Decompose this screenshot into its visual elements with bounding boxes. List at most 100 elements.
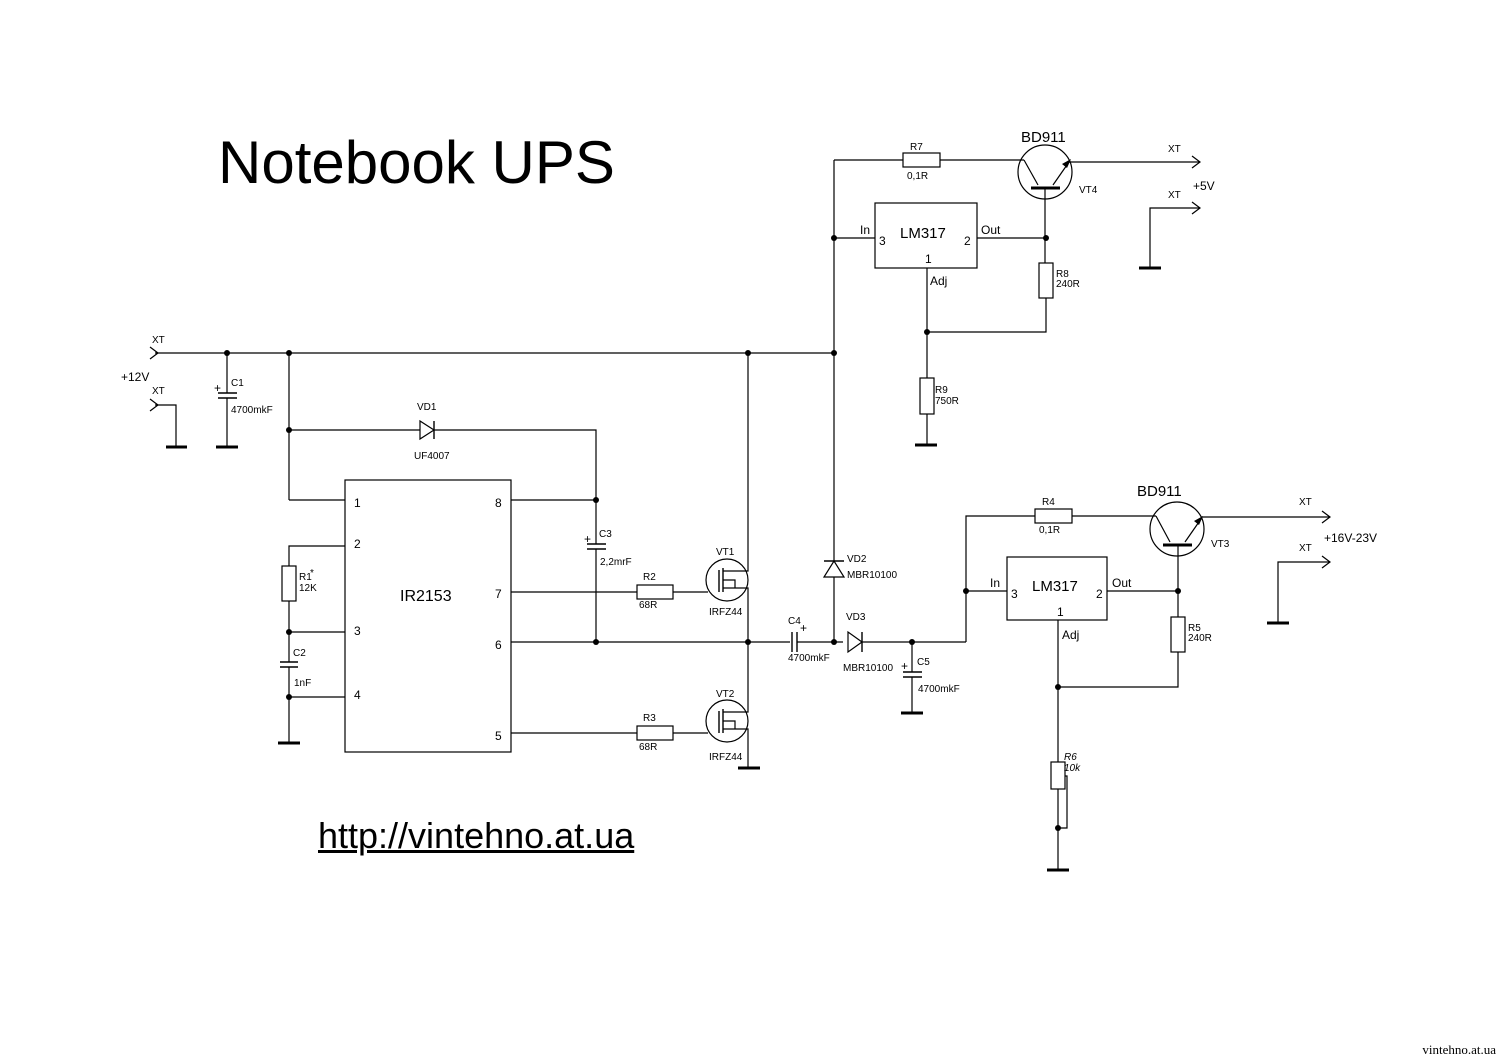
input-section: XT XT +12V	[121, 335, 834, 449]
wire	[723, 642, 749, 713]
rectifier-section: + C4 4700mkF VD2 MBR10100 VD3 MBR10100 +…	[788, 160, 966, 715]
r2-ref: R2	[643, 572, 656, 583]
polarity-mark: +	[800, 621, 807, 635]
wire	[434, 429, 597, 500]
r5-value: 240R	[1188, 633, 1212, 644]
r4-ref: R4	[1042, 497, 1055, 508]
junction-dot	[593, 497, 599, 503]
ic-pin-8: 8	[495, 496, 502, 510]
potentiometer-r6-body	[1050, 761, 1066, 790]
high-side-driver: R2 68R VT1 IRFZ44	[511, 353, 749, 642]
diode-body	[822, 559, 846, 578]
vt2-ref: VT2	[716, 689, 735, 700]
input-voltage-label: +12V	[121, 370, 149, 384]
r6-value: 10k	[1064, 763, 1081, 774]
r7-value: 0,1R	[907, 171, 928, 182]
c4-ref: C4	[788, 616, 801, 627]
r2-value: 68R	[639, 600, 657, 611]
resistor-r3-body	[636, 725, 674, 741]
lm317-u1-pin1: 1	[925, 252, 932, 266]
website-link[interactable]: http://vintehno.at.ua	[318, 815, 635, 856]
xt-label: XT	[152, 335, 165, 346]
vd1-ref: VD1	[417, 402, 437, 413]
resistor-r5-body	[1170, 616, 1186, 653]
ic-pin-5: 5	[495, 729, 502, 743]
r7-ref: R7	[910, 142, 923, 153]
transistor-collector	[1155, 515, 1171, 543]
lm317-u2-pin1: 1	[1057, 605, 1064, 619]
vt1-value: IRFZ44	[709, 607, 743, 618]
resistor-r2-body	[636, 584, 674, 600]
xt-label: XT	[152, 386, 165, 397]
lm317-in-label: In	[860, 223, 870, 237]
c4-value: 4700mkF	[788, 653, 830, 664]
schematic-title: Notebook UPS	[218, 129, 615, 196]
lm317-u1-body	[874, 202, 978, 269]
c2-ref: C2	[293, 648, 306, 659]
transistor-vt3-body	[1149, 501, 1205, 557]
junction-dot	[831, 639, 837, 645]
junction-dot	[1055, 684, 1061, 690]
wire	[1058, 652, 1179, 688]
vt3-ref: VT3	[1211, 539, 1230, 550]
junction-dot	[963, 588, 969, 594]
c3-ref: C3	[599, 529, 612, 540]
r8-value: 240R	[1056, 279, 1080, 290]
r1-ref: R1	[299, 572, 312, 583]
resistor-r9-body	[919, 377, 935, 415]
junction-dot	[286, 629, 292, 635]
regulator-hv: R4 0,1R BD911 VT3 XT XT +16V-23V LM317 I	[965, 483, 1377, 872]
capacitor-c1: + C1 4700mkF	[214, 353, 273, 449]
polarity-mark: +	[214, 381, 221, 395]
resistor-r7-body	[902, 152, 941, 168]
output-hv-label: +16V-23V	[1324, 531, 1377, 545]
vt1-ref: VT1	[716, 547, 735, 558]
wire	[155, 404, 177, 447]
diode-body	[847, 630, 864, 654]
xt-arrow-out5	[1191, 155, 1201, 169]
r1-mark: *	[310, 568, 314, 579]
resistor-r4-body	[1034, 508, 1073, 524]
vt2-value: IRFZ44	[709, 752, 743, 763]
resistor-r1-body	[281, 565, 297, 602]
c3-value: 2,2mrF	[600, 557, 632, 568]
emitter-arrow	[1062, 159, 1071, 168]
junction-dot	[924, 329, 930, 335]
r3-value: 68R	[639, 742, 657, 753]
lm317-u2-pin2: 2	[1096, 587, 1103, 601]
c1-value: 4700mkF	[231, 405, 273, 416]
ic-pin-1: 1	[354, 496, 361, 510]
junction-dot	[831, 350, 837, 356]
ic-name: IR2153	[400, 588, 452, 605]
junction-dot	[1043, 235, 1049, 241]
wire	[1058, 775, 1068, 829]
wire	[723, 579, 736, 588]
ic-pin-6: 6	[495, 638, 502, 652]
junction-dot	[224, 350, 230, 356]
wire	[723, 353, 749, 572]
lm317-u1-name: LM317	[900, 225, 946, 242]
r4-value: 0,1R	[1039, 525, 1060, 536]
wire	[1149, 207, 1200, 268]
transistor-collector	[1023, 159, 1039, 186]
ic-pin-7: 7	[495, 587, 502, 601]
polarity-mark: +	[584, 532, 591, 546]
watermark: vintehno.at.ua	[1422, 1042, 1496, 1057]
c5-value: 4700mkF	[918, 684, 960, 695]
lm317-adj-label: Adj	[930, 274, 947, 288]
junction-dot	[286, 350, 292, 356]
ic-body	[344, 479, 512, 753]
lm317-u2-body	[1006, 556, 1108, 621]
mosfet-vt2-body	[705, 699, 749, 743]
junction-dot	[286, 427, 292, 433]
lm317-adj-label: Adj	[1062, 628, 1079, 642]
junction-dot	[1055, 825, 1061, 831]
capacitor-c3: + C3 2,2mrF	[511, 499, 632, 642]
vt4-ref: VT4	[1079, 185, 1098, 196]
junction-dot	[286, 694, 292, 700]
vt3-type: BD911	[1137, 483, 1182, 500]
vd3-value: MBR10100	[843, 663, 893, 674]
lm317-u2-pin3: 3	[1011, 587, 1018, 601]
wire	[965, 515, 1035, 642]
vd2-ref: VD2	[847, 554, 867, 565]
